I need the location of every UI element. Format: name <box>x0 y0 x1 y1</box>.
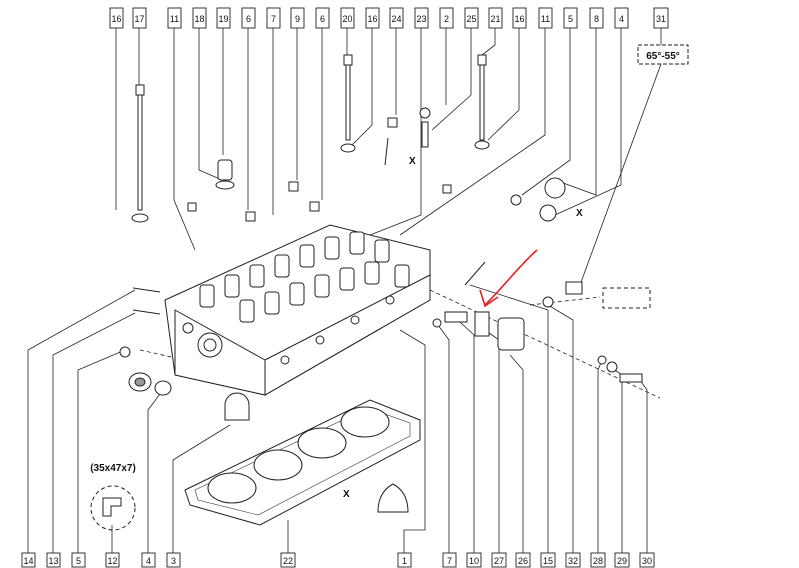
callout-box: 21 <box>488 7 503 29</box>
callout-box: 4 <box>141 552 156 568</box>
head-gasket <box>184 399 421 526</box>
section-mark: X <box>343 489 350 500</box>
callout-label: 9 <box>295 14 300 24</box>
callout-label: 14 <box>23 556 33 566</box>
callout-box: 11 <box>167 7 182 29</box>
callout-label: 25 <box>466 14 476 24</box>
callout-box: 6 <box>315 7 330 29</box>
callout-box: 10 <box>466 552 482 568</box>
callout-box: 27 <box>491 552 507 568</box>
callout-box: 2 <box>439 7 454 29</box>
callouts-top: 16 17 11 18 19 6 7 9 6 20 16 24 23 2 25 … <box>109 7 669 29</box>
callout-label: 11 <box>541 14 550 24</box>
callout-box: 18 <box>192 7 207 29</box>
callout-box: 7 <box>266 7 281 29</box>
section-mark: X <box>409 156 416 167</box>
callout-label: 31 <box>656 14 666 24</box>
callout-label: 2 <box>444 14 449 24</box>
callout-box: 30 <box>639 552 655 568</box>
callout-label: 5 <box>568 14 573 24</box>
callout-box: 32 <box>565 552 581 568</box>
callout-label: 20 <box>342 14 352 24</box>
callout-label: 11 <box>170 14 179 24</box>
callout-box: 1 <box>397 552 412 568</box>
callout-label: 19 <box>218 14 228 24</box>
callout-box: 5 <box>563 7 578 29</box>
angle-spec-text: 65°-55° <box>646 51 680 62</box>
seal-size-text: (35x47x7) <box>90 463 136 474</box>
callout-box: 16 <box>109 7 124 29</box>
callout-label: 26 <box>518 556 528 566</box>
callout-box: 28 <box>590 552 606 568</box>
callout-box: 23 <box>414 7 429 29</box>
callout-label: 7 <box>447 556 452 566</box>
callout-label: 16 <box>514 14 524 24</box>
callout-box: 19 <box>216 7 231 29</box>
callout-label: 18 <box>194 14 204 24</box>
callout-box: 15 <box>540 552 556 568</box>
callout-box: 3 <box>166 552 181 568</box>
callout-label: 7 <box>271 14 276 24</box>
callout-label: 6 <box>246 14 251 24</box>
callout-label: 27 <box>494 556 504 566</box>
callout-box: 4 <box>614 7 629 29</box>
callout-label: 21 <box>490 14 500 24</box>
callout-label: 28 <box>593 556 603 566</box>
callout-box: 29 <box>614 552 630 568</box>
callouts-bottom: 14 13 5 12 4 3 22 1 7 10 27 26 15 32 28 … <box>21 552 655 568</box>
callout-label: 10 <box>469 556 479 566</box>
callout-label: 16 <box>111 14 121 24</box>
callout-box: 22 <box>280 552 296 568</box>
callout-label: 30 <box>642 556 652 566</box>
callout-label: 5 <box>76 556 81 566</box>
callout-label: 6 <box>320 14 325 24</box>
callout-box: 9 <box>290 7 305 29</box>
callout-box: 20 <box>340 7 355 29</box>
callout-box: 7 <box>442 552 457 568</box>
callout-box: 8 <box>589 7 604 29</box>
callout-label: 17 <box>134 14 144 24</box>
callout-label: 1 <box>402 556 407 566</box>
callout-label: 4 <box>146 556 151 566</box>
callout-box: 16 <box>512 7 527 29</box>
callout-label: 15 <box>543 556 553 566</box>
callout-box: 14 <box>21 552 36 568</box>
callout-box: 11 <box>538 7 553 29</box>
callout-label: 8 <box>594 14 599 24</box>
callout-box: 31 <box>653 7 669 29</box>
callout-label: 24 <box>391 14 401 24</box>
section-mark: X <box>576 208 583 219</box>
angle-spec-box <box>637 44 689 65</box>
callout-label: 22 <box>283 556 293 566</box>
callout-box: 6 <box>241 7 256 29</box>
callout-box: 24 <box>389 7 404 29</box>
callout-label: 12 <box>107 556 117 566</box>
callout-box: 12 <box>105 552 120 568</box>
small-parts <box>119 107 651 513</box>
callout-label: 4 <box>619 14 624 24</box>
callout-box: 17 <box>132 7 147 29</box>
callout-label: 13 <box>48 556 58 566</box>
callout-label: 29 <box>617 556 627 566</box>
valve-springs <box>199 231 410 323</box>
callout-label: 32 <box>568 556 578 566</box>
callout-label: 23 <box>416 14 426 24</box>
callout-label: 16 <box>367 14 377 24</box>
cylinder-head <box>164 224 431 396</box>
callout-label: 3 <box>171 556 176 566</box>
callout-box: 5 <box>71 552 86 568</box>
seal-section-detail <box>90 485 136 531</box>
callout-box: 16 <box>365 7 380 29</box>
callout-box: 13 <box>46 552 61 568</box>
callout-box: 25 <box>464 7 479 29</box>
head-bolts <box>131 54 643 383</box>
callout-box: 26 <box>515 552 531 568</box>
red-marker-arrow <box>479 249 538 308</box>
